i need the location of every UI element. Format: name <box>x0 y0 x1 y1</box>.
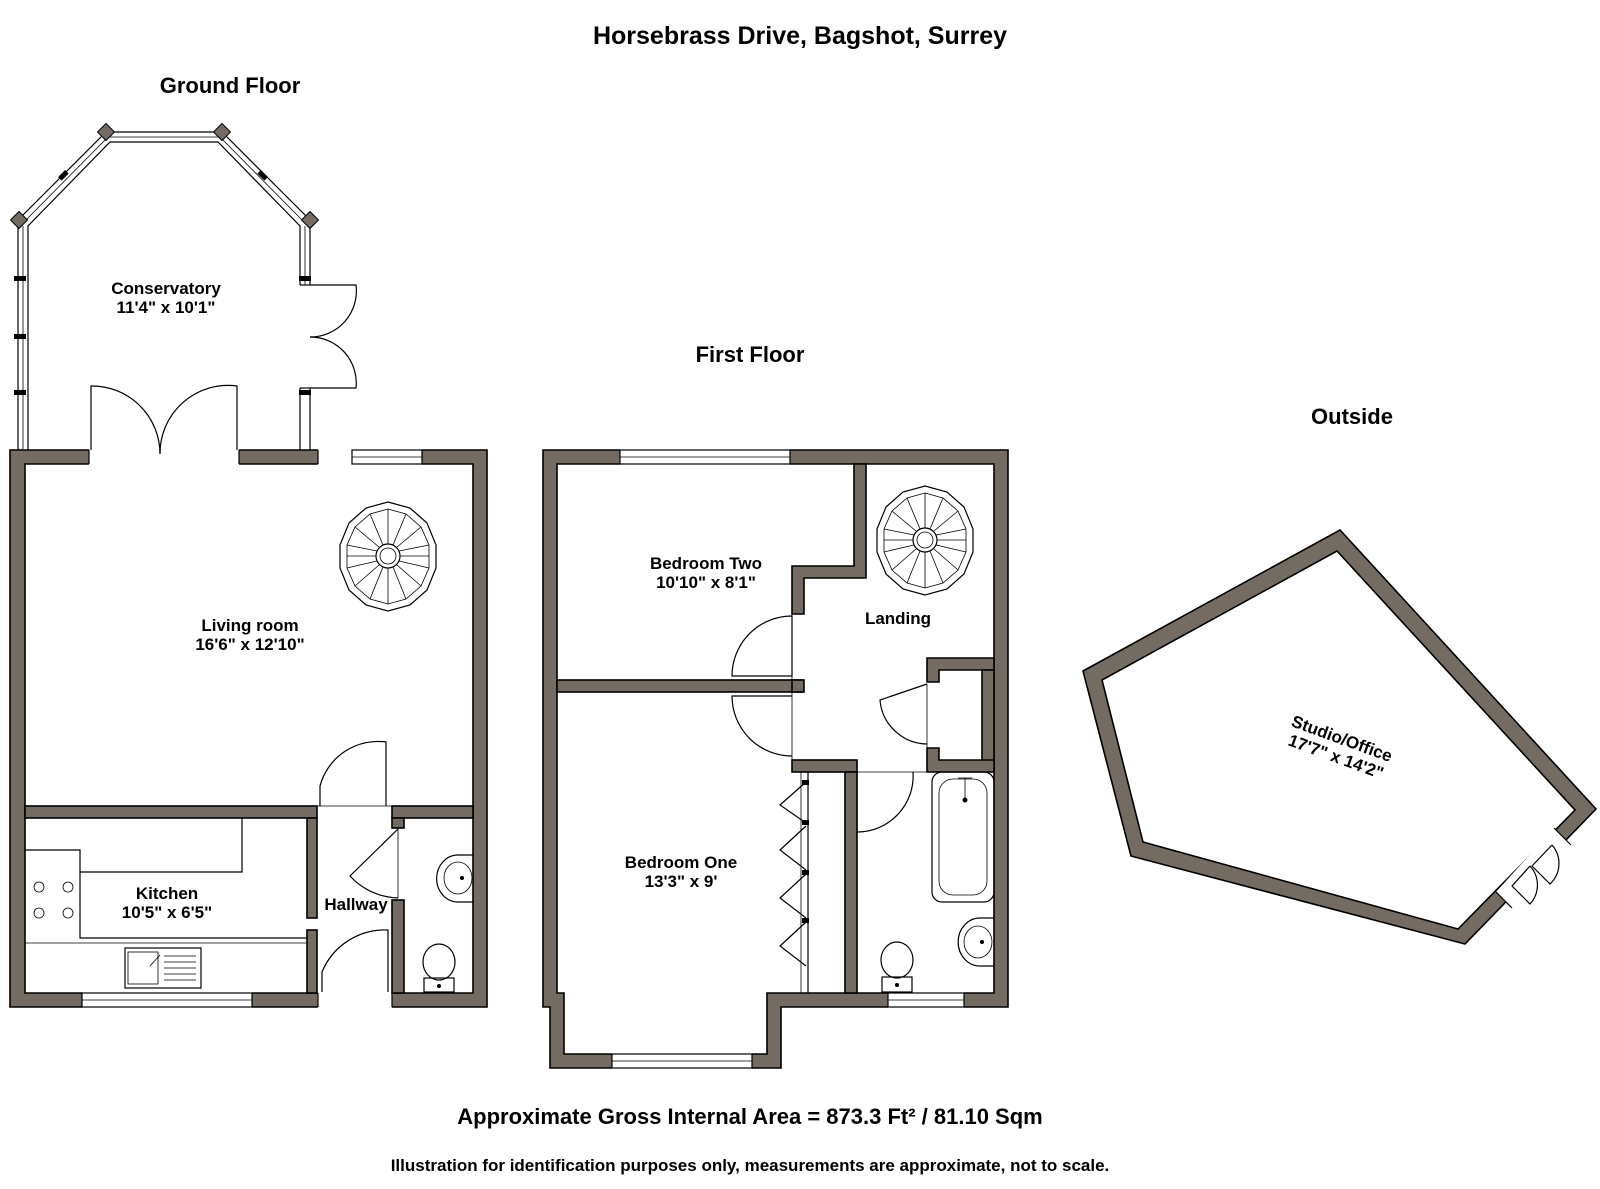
room-name: Landing <box>865 609 931 628</box>
ground-floor-plan: Conservatory 11'4" x 10'1" Living room 1… <box>9 122 488 1009</box>
disclaimer: Illustration for identification purposes… <box>391 1156 1110 1175</box>
conservatory-glazing <box>9 122 357 450</box>
spiral-staircase-icon <box>876 485 974 596</box>
ground-floor-label: Ground Floor <box>160 73 301 98</box>
room-name: Kitchen <box>136 884 198 903</box>
room-name: Living room <box>201 616 298 635</box>
first-floor-plan: Bedroom Two 10'10" x 8'1" Landing Bedroo… <box>542 448 1009 1070</box>
toilet-icon <box>880 941 914 993</box>
room-size: 11'4" x 10'1" <box>117 298 216 317</box>
page-title: Horsebrass Drive, Bagshot, Surrey <box>593 22 1007 50</box>
basin-icon <box>436 854 473 903</box>
room-name: Hallway <box>324 895 388 914</box>
kitchen-units <box>25 818 307 989</box>
bath-icon <box>931 771 995 903</box>
outside-label: Outside <box>1311 404 1393 429</box>
ground-floor-walls <box>9 449 488 1008</box>
hob-icon <box>33 881 74 919</box>
sink-icon <box>124 947 202 989</box>
spiral-staircase-icon <box>339 501 437 612</box>
basin-icon <box>957 917 994 967</box>
room-size: 13'3" x 9' <box>645 872 718 891</box>
room-name: Bedroom One <box>625 853 737 872</box>
toilet-icon <box>422 943 456 993</box>
room-size: 10'5" x 6'5" <box>122 903 212 922</box>
ground-wc <box>422 854 473 993</box>
room-size: 16'6" x 12'10" <box>195 635 304 654</box>
first-floor-label: First Floor <box>696 342 805 367</box>
room-name: Bedroom Two <box>650 554 762 573</box>
room-name: Conservatory <box>111 279 221 298</box>
room-size: 10'10" x 8'1" <box>656 573 756 592</box>
outside-plan: Studio/Office 17'7" x 14'2" <box>1082 528 1598 945</box>
wardrobe <box>779 772 809 993</box>
gross-internal-area: Approximate Gross Internal Area = 873.3 … <box>457 1104 1042 1129</box>
